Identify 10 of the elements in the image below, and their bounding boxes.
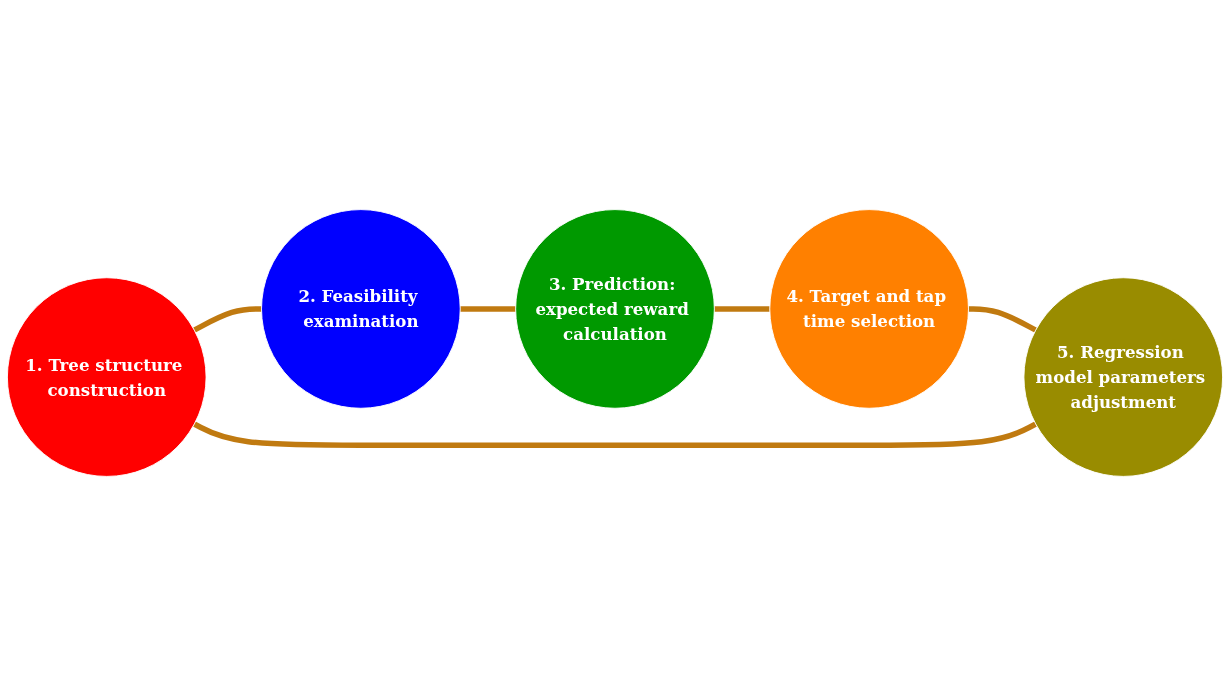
node-circle: 4. Target and tap time selection bbox=[769, 209, 969, 409]
connector bbox=[192, 306, 262, 333]
node-circle: 5. Regression model parameters adjustment bbox=[1023, 277, 1224, 477]
node-circle: 2. Feasibility examination bbox=[261, 209, 461, 409]
connector bbox=[968, 306, 1038, 333]
node-circle: 1. Tree structure construction bbox=[6, 277, 207, 477]
connector bbox=[460, 306, 516, 312]
connector bbox=[192, 421, 1038, 448]
node-circle: 3. Prediction: expected reward calculation bbox=[515, 209, 715, 409]
connector bbox=[714, 306, 770, 312]
